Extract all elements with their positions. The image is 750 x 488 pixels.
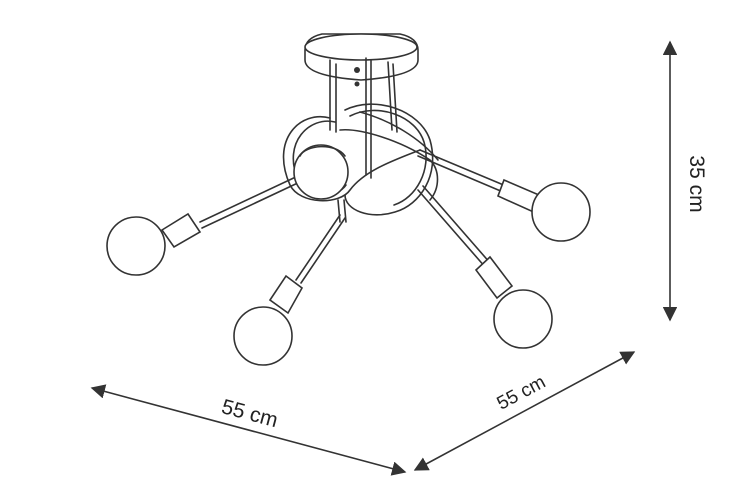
height-label: 35 cm — [685, 155, 708, 212]
central-stems — [329, 57, 398, 179]
ceiling-canopy — [304, 33, 419, 87]
height-dimension: 35 cm — [662, 40, 708, 322]
arm-left — [106, 174, 303, 276]
arm-front-right — [417, 185, 553, 349]
width-label: 55 cm — [219, 395, 280, 432]
arm-right — [417, 149, 591, 242]
arm-front-left — [233, 214, 346, 366]
depth-dimension: 55 cm — [413, 351, 636, 471]
depth-label: 55 cm — [494, 372, 550, 415]
width-dimension: 55 cm — [90, 384, 407, 476]
arm-center — [293, 144, 349, 200]
